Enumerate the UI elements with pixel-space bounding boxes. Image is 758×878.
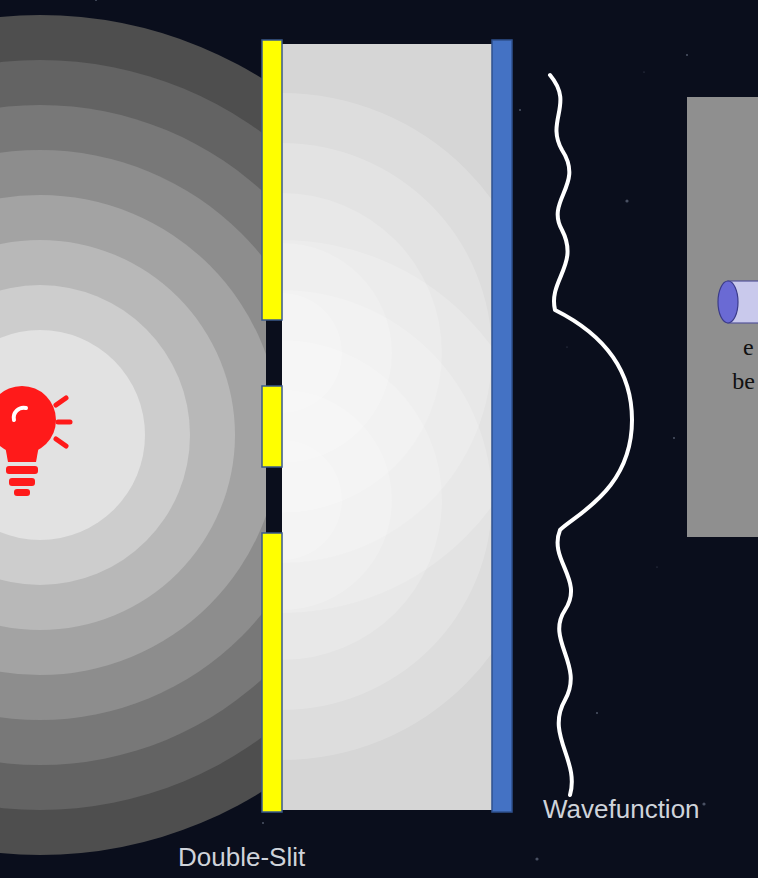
double-slit-barrier	[262, 40, 282, 812]
star	[702, 802, 705, 805]
device-panel: e be	[687, 97, 758, 537]
star	[566, 346, 567, 347]
detector-screen	[492, 40, 512, 812]
star	[686, 54, 688, 56]
wavefront	[0, 105, 266, 765]
wavefront	[0, 240, 235, 630]
electron-gun-icon	[718, 281, 758, 323]
diffracted-wavefront	[282, 390, 392, 610]
panel-text: be	[732, 369, 755, 393]
caption-label: Double-Slit	[178, 843, 305, 872]
light-bulb-icon	[0, 386, 70, 496]
wavefront	[0, 60, 266, 810]
caption-label: Wavefunction	[543, 795, 700, 824]
star	[656, 566, 657, 567]
diffracted-wavefront	[282, 290, 492, 710]
star	[95, 0, 97, 1]
star	[596, 712, 598, 714]
diffraction-wavefronts	[282, 93, 492, 760]
diffracted-wavefront	[282, 240, 492, 760]
star	[519, 109, 521, 111]
diffracted-wavefront	[282, 440, 342, 560]
star	[535, 857, 538, 860]
wavefront	[0, 195, 266, 675]
diffracted-wavefront	[282, 340, 442, 660]
star	[673, 437, 675, 439]
wavefront	[0, 150, 266, 720]
wavefunction-curve	[550, 75, 632, 795]
wavefront	[0, 15, 266, 855]
wavefront	[0, 285, 190, 585]
wavefront	[0, 330, 145, 540]
star	[625, 199, 628, 202]
light-wavefronts	[0, 15, 266, 855]
star	[643, 71, 644, 72]
star	[262, 822, 264, 824]
panel-text: e	[743, 335, 754, 359]
